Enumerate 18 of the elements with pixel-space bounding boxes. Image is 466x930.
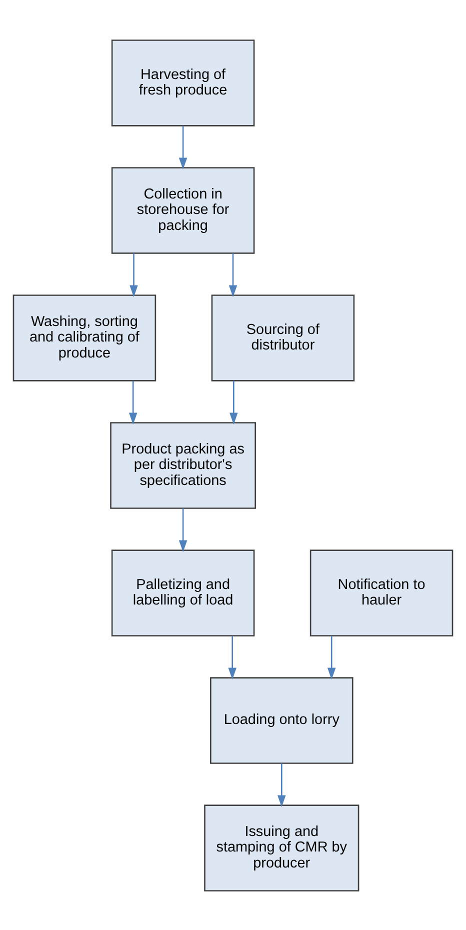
arrow <box>327 635 336 680</box>
arrow <box>277 762 286 807</box>
node-box: Palletizing and labelling of load <box>111 549 255 636</box>
arrow <box>178 125 188 170</box>
arrow <box>130 252 138 297</box>
node-box: Harvesting of fresh produce <box>111 39 255 126</box>
node-box: Washing, sorting and calibrating of produce <box>12 294 156 381</box>
node-box: Notification to hauler <box>310 549 454 636</box>
arrow <box>228 635 236 680</box>
node-box: Loading onto lorry <box>210 676 354 764</box>
node-box: Sourcing of distributor <box>211 294 355 381</box>
arrow <box>228 252 238 297</box>
node-box: Product packing as per distributor's specifications <box>110 422 256 508</box>
node-box: Issuing and stamping of CMR by producer <box>204 804 360 891</box>
arrow <box>128 380 138 424</box>
node-box: Collection in storehouse for packing <box>111 166 255 254</box>
arrow <box>230 380 238 424</box>
arrow <box>178 508 188 552</box>
